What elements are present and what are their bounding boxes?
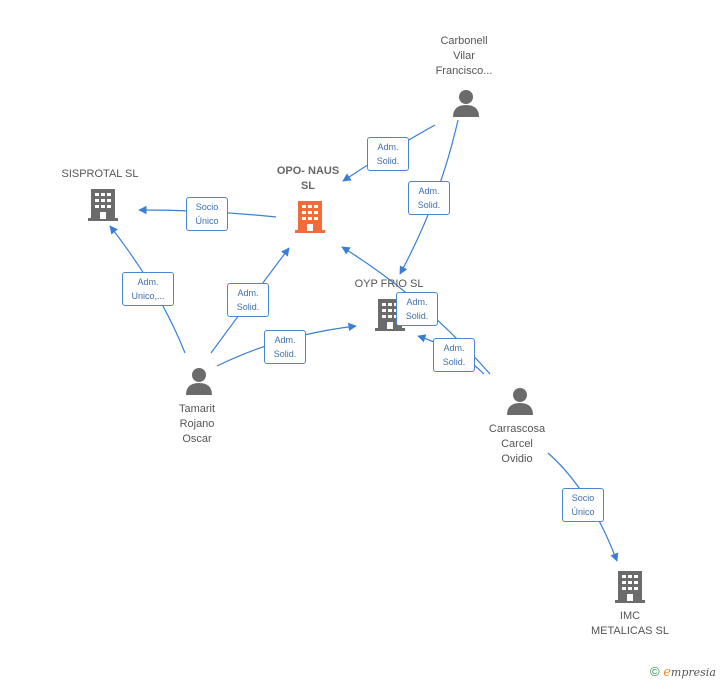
person-icon-carbonell[interactable] [451,88,481,118]
person-icon-tamarit[interactable] [184,366,214,396]
person-icon-carrascosa[interactable] [505,386,535,416]
node-label-oyp-frio[interactable]: OYP FRIO SL [354,278,424,290]
node-label-carbonell[interactable]: Carbonell Vilar Francisco... [435,35,493,77]
empresia-logo: © empresia [650,664,716,680]
relation-badge[interactable]: Adm. Solid. [367,137,409,171]
relation-badge[interactable]: Socio Único [562,488,604,522]
brand-e: e [663,665,671,680]
relation-badge[interactable]: Adm. Solid. [408,181,450,215]
node-label-opo-naus[interactable]: OPO- NAUS SL [276,165,340,192]
relation-badge[interactable]: Adm. Unico,... [122,272,174,306]
relation-badge[interactable]: Adm. Solid. [433,338,475,372]
relation-badge[interactable]: Adm. Solid. [227,283,269,317]
copyright-symbol: © [650,664,660,679]
node-label-tamarit[interactable]: Tamarit Rojano Oscar [178,403,216,445]
building-icon-imc-metalicas[interactable] [613,568,647,604]
relation-badge[interactable]: Adm. Solid. [396,292,438,326]
brand-rest: mpresia [670,666,716,679]
relation-badge[interactable]: Socio Único [186,197,228,231]
node-label-carrascosa[interactable]: Carrascosa Carcel Ovidio [488,423,546,465]
node-label-imc-metalicas[interactable]: IMC METALICAS SL [590,610,670,637]
relation-badge[interactable]: Adm. Solid. [264,330,306,364]
building-icon-opo-naus[interactable] [293,198,327,234]
node-label-sisprotal[interactable]: SISPROTAL SL [61,168,139,180]
building-icon-sisprotal[interactable] [86,186,120,222]
